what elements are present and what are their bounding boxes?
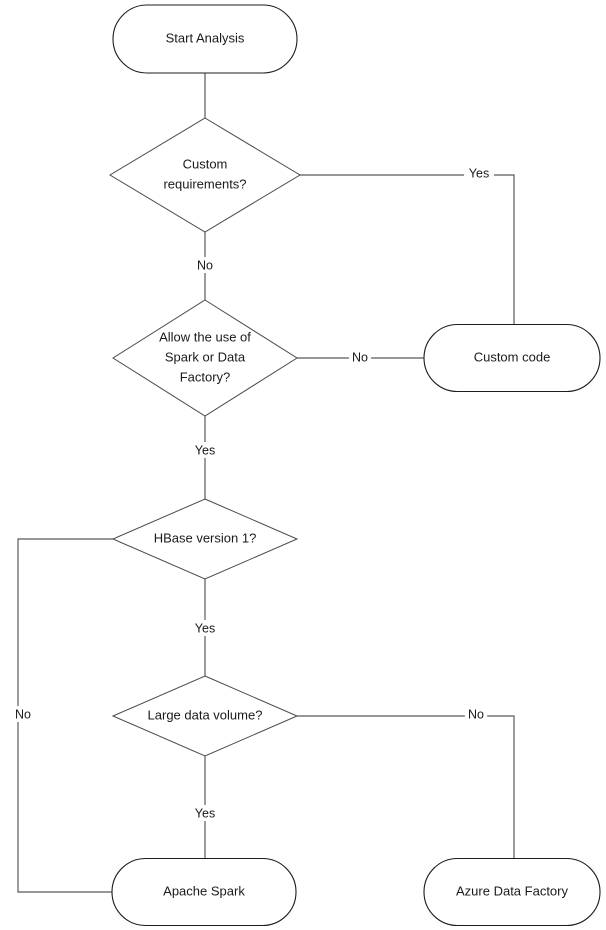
- connector-label-bg-large-data-no: [464, 706, 488, 722]
- connector-label-bg-hbase-yes: [190, 620, 220, 636]
- connector-label-allow-spark-no: No: [352, 350, 368, 364]
- connector-label-bg-hbase-no: [11, 706, 35, 722]
- node-label-custom-requirements: Custom: [183, 156, 228, 171]
- connector-label-bg-allow-spark-yes: [190, 442, 220, 458]
- node-hbase-version[interactable]: HBase version 1?: [111, 498, 299, 580]
- connector-label-custom-requirements-yes: Yes: [469, 166, 489, 180]
- node-label-allow-spark-or-adf: Spark or Data: [165, 349, 246, 364]
- node-azure-data-factory[interactable]: Azure Data Factory: [423, 857, 601, 927]
- connector-label-bg-large-data-yes: [190, 805, 220, 821]
- node-custom-code[interactable]: Custom code: [423, 323, 601, 393]
- node-shape-large-data-volume: [111, 675, 299, 757]
- node-label-apache-spark: Apache Spark: [163, 883, 245, 898]
- node-large-data-volume[interactable]: Large data volume?: [111, 675, 299, 757]
- node-label-custom-requirements: requirements?: [163, 176, 246, 191]
- connector-label-large-data-yes: Yes: [195, 806, 215, 820]
- node-start[interactable]: Start Analysis: [112, 4, 298, 74]
- connector-label-bg-allow-spark-no: [348, 349, 372, 365]
- node-shape-custom-code: [423, 323, 601, 393]
- connector-large-data-no: [297, 715, 515, 859]
- node-shape-azure-data-factory: [423, 857, 601, 927]
- node-apache-spark[interactable]: Apache Spark: [111, 857, 297, 927]
- connector-label-hbase-yes: Yes: [195, 621, 215, 635]
- connector-label-allow-spark-yes: Yes: [195, 443, 215, 457]
- node-label-azure-data-factory: Azure Data Factory: [456, 883, 568, 898]
- node-label-custom-code: Custom code: [474, 349, 551, 364]
- node-label-start: Start Analysis: [166, 30, 245, 45]
- connector-label-bg-custom-requirements-yes: [464, 165, 494, 181]
- node-label-hbase-version: HBase version 1?: [154, 530, 257, 545]
- node-label-allow-spark-or-adf: Allow the use of: [159, 329, 251, 344]
- node-label-large-data-volume: Large data volume?: [148, 707, 263, 722]
- connector-label-bg-custom-requirements-no: [193, 257, 217, 273]
- node-shape-allow-spark-or-adf: [112, 299, 298, 417]
- node-label-allow-spark-or-adf: Factory?: [180, 369, 231, 384]
- node-shape-hbase-version: [111, 498, 299, 580]
- connector-custom-requirements-yes: [300, 174, 515, 325]
- node-shape-apache-spark: [111, 857, 297, 927]
- node-shape-start: [112, 4, 298, 74]
- connector-label-large-data-no: No: [468, 707, 484, 721]
- connector-label-hbase-no: No: [15, 707, 31, 721]
- connector-label-custom-requirements-no: No: [197, 258, 213, 272]
- node-shape-custom-requirements: [109, 117, 301, 233]
- node-custom-requirements[interactable]: Custom requirements?: [109, 117, 301, 233]
